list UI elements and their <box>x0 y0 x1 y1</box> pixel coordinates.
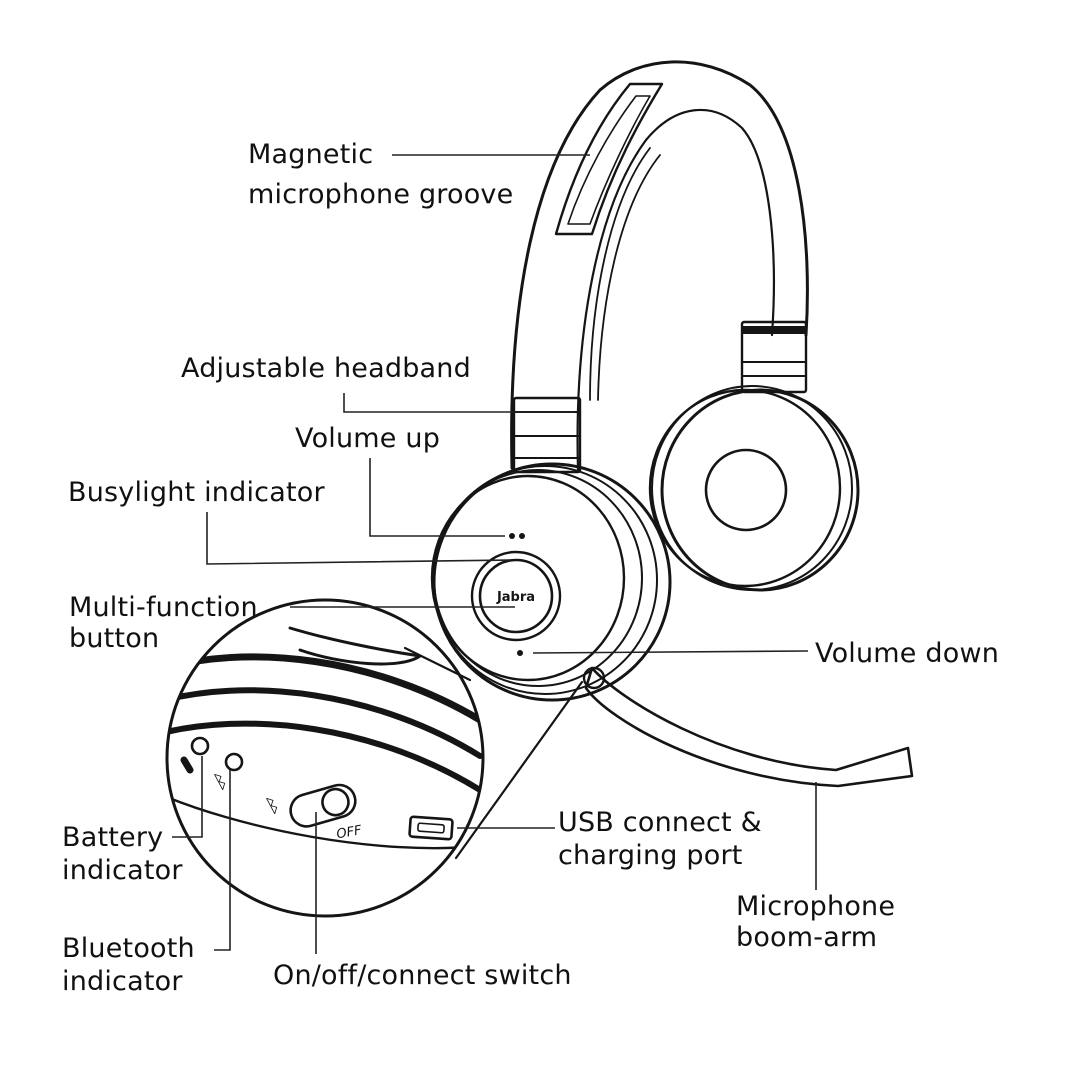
bluetooth-icon: ᛒ <box>210 767 232 794</box>
bluetooth-switch-icon: ᛒ <box>262 791 284 818</box>
left-ear-cup: Jabra <box>430 462 672 702</box>
label-usb-line2: charging port <box>558 840 743 871</box>
multi-function-button: Jabra <box>470 550 562 642</box>
leader-battery <box>172 756 203 838</box>
label-multi-function-line1: Multi-function <box>69 592 258 623</box>
label-usb: USB connect & charging port <box>558 806 762 872</box>
label-boom-arm-line2: boom-arm <box>736 922 878 953</box>
label-adjustable-headband: Adjustable headband <box>181 352 471 385</box>
volume-down-dot <box>517 650 523 656</box>
label-bluetooth: Bluetooth indicator <box>62 932 195 998</box>
right-ear-cup <box>648 385 860 592</box>
label-adjustable-headband-line1: Adjustable headband <box>181 353 471 384</box>
label-volume-down: Volume down <box>815 637 999 670</box>
bluetooth-led <box>224 752 244 772</box>
volume-up-dot-2 <box>519 533 525 539</box>
label-volume-down-line1: Volume down <box>815 638 1000 669</box>
label-multi-function-line2: button <box>69 623 160 654</box>
usb-port <box>408 815 454 841</box>
headband <box>510 60 809 474</box>
leader-volume-down <box>532 650 809 654</box>
label-onoff-line1: On/off/connect switch <box>273 960 572 991</box>
jabra-logo-text: Jabra <box>496 590 535 605</box>
leader-adjustable-headband <box>343 393 574 413</box>
leader-bluetooth <box>214 770 231 951</box>
leader-volume-up <box>369 458 505 537</box>
label-bluetooth-line1: Bluetooth <box>62 933 195 964</box>
onoff-switch <box>289 783 357 828</box>
right-slider <box>740 320 808 394</box>
label-busylight: Busylight indicator <box>68 476 325 509</box>
label-magnetic-groove-line2: microphone groove <box>248 179 514 210</box>
label-battery: Battery indicator <box>62 821 183 887</box>
label-bluetooth-line2: indicator <box>62 966 183 997</box>
left-slider <box>512 396 582 474</box>
label-battery-line1: Battery <box>62 822 164 853</box>
label-busylight-line1: Busylight indicator <box>68 477 325 508</box>
label-boom-arm-line1: Microphone <box>736 891 896 922</box>
microphone-boom-arm <box>582 666 914 788</box>
leader-lines <box>172 154 817 954</box>
label-multi-function: Multi-function button <box>69 592 258 654</box>
battery-led <box>190 736 210 756</box>
label-volume-up: Volume up <box>295 422 440 455</box>
label-magnetic-groove-line1: Magnetic <box>248 139 374 170</box>
magnetic-groove <box>554 82 664 236</box>
volume-up-dot-1 <box>509 533 515 539</box>
label-battery-line2: indicator <box>62 855 183 886</box>
label-usb-line1: USB connect & <box>558 807 762 838</box>
label-magnetic-groove: Magnetic microphone groove <box>248 138 513 211</box>
label-boom-arm: Microphone boom-arm <box>736 891 895 953</box>
off-text: OFF <box>335 823 363 842</box>
label-volume-up-line1: Volume up <box>295 423 441 454</box>
label-onoff: On/off/connect switch <box>273 959 572 992</box>
leader-busylight <box>206 512 511 565</box>
